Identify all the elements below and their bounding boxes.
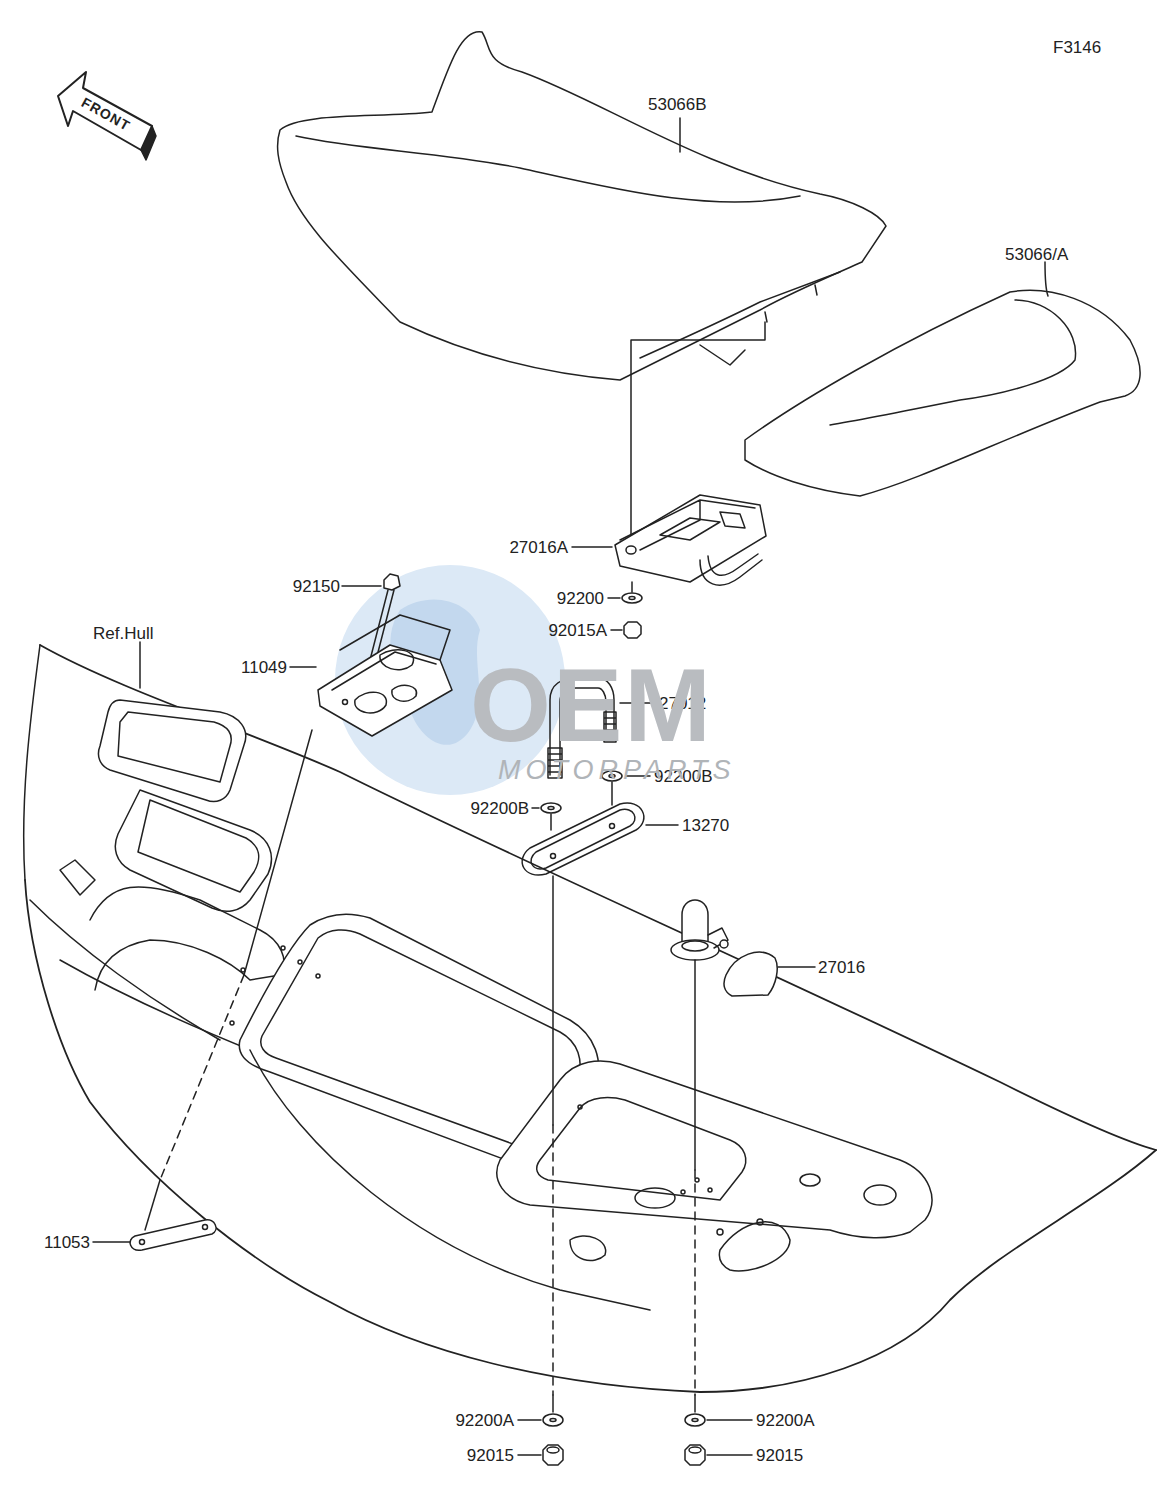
callout-number: 92200B	[470, 800, 529, 817]
callout-number: 92015	[756, 1447, 803, 1464]
callout-number: 92150	[293, 578, 340, 595]
watermark-logo: OEM	[470, 653, 713, 757]
callout-number: 53066B	[648, 96, 707, 113]
callout-number: 27016A	[509, 539, 568, 556]
callout-number: 92015A	[548, 622, 607, 639]
direction-label: FRONT	[79, 95, 132, 133]
callout-number: 11053	[44, 1234, 90, 1251]
callout-number: 92200A	[756, 1412, 815, 1429]
callout-number: 92015	[467, 1447, 514, 1464]
callout-number: 53066/A	[1005, 246, 1068, 263]
callout-number: 27016	[818, 959, 865, 976]
figure-code: F3146	[1053, 39, 1101, 56]
reference-label: Ref.Hull	[93, 625, 153, 642]
callout-number: 92200	[557, 590, 604, 607]
callout-number: 92200A	[455, 1412, 514, 1429]
callout-number: 11049	[241, 659, 287, 676]
callout-number: 13270	[682, 817, 729, 834]
watermark-text: MOTORPARTS	[498, 757, 736, 784]
